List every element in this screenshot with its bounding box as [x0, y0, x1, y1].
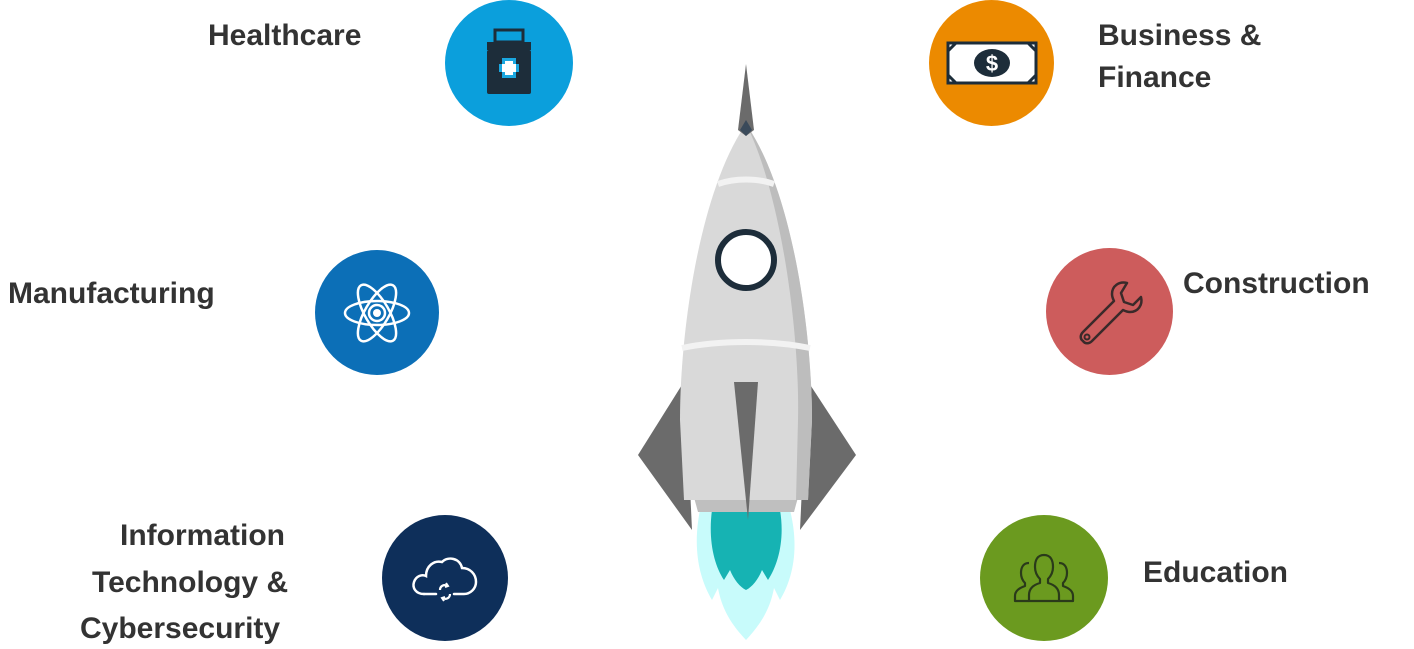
construction-circle [1046, 248, 1173, 375]
business-finance-label-line2: Finance [1098, 61, 1212, 94]
rocket-icon [638, 64, 856, 640]
medicine-bottle-icon [487, 28, 531, 94]
atom-icon [343, 282, 411, 343]
construction-label: Construction [1183, 267, 1370, 300]
education-label: Education [1143, 556, 1289, 589]
manufacturing-label: Manufacturing [8, 277, 215, 310]
wrench-icon [1079, 280, 1143, 344]
manufacturing-circle [315, 250, 439, 375]
it-label-line2: Technology & [92, 566, 289, 599]
dollar-bill-icon: $ [946, 41, 1037, 85]
business-finance-circle: $ [929, 0, 1054, 126]
people-group-icon [1013, 553, 1075, 603]
it-label-line1: Information [120, 519, 285, 552]
svg-text:$: $ [985, 51, 997, 76]
business-finance-label-line1: Business & [1098, 19, 1262, 52]
healthcare-circle [445, 0, 573, 126]
it-cybersecurity-circle [382, 515, 508, 641]
cloud-sync-icon [412, 557, 478, 602]
healthcare-label: Healthcare [208, 19, 362, 52]
education-circle [980, 515, 1108, 641]
it-label-line3: Cybersecurity [80, 612, 281, 645]
